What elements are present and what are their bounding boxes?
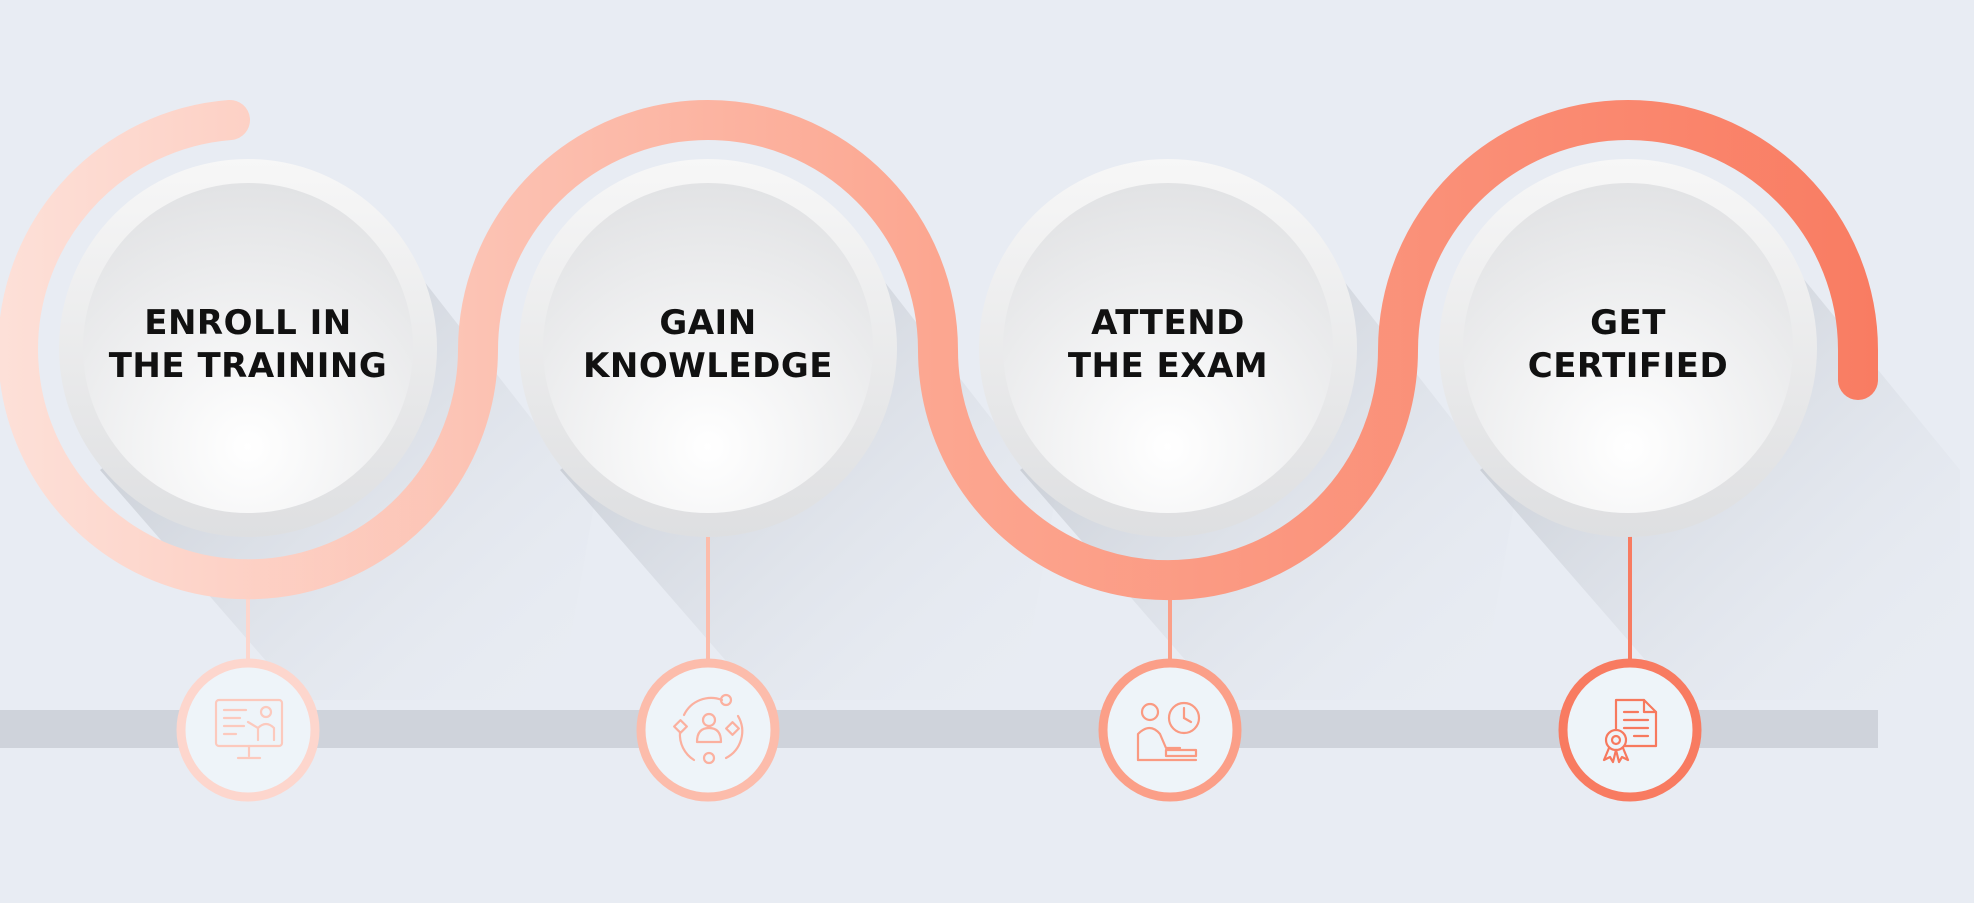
certificate-icon: [1602, 698, 1658, 764]
icon-connectors: [246, 530, 1632, 660]
step-circle-3: [979, 159, 1357, 537]
step-label-line: KNOWLEDGE: [583, 346, 833, 386]
exam-timer-icon: [1136, 701, 1201, 762]
step-label-line: THE TRAINING: [108, 346, 388, 386]
step-circles: [59, 159, 1817, 537]
icon-discs: [176, 658, 1702, 802]
step-label-line: THE EXAM: [1067, 346, 1269, 386]
step-circle-2: [519, 159, 897, 537]
step-label-line: GET: [1590, 303, 1666, 343]
step-label-line: CERTIFIED: [1527, 346, 1729, 386]
step-label-line: ENROLL IN: [144, 303, 352, 343]
step-circle-4: [1439, 159, 1817, 537]
step-label-attend-exam: ATTEND THE EXAM: [1028, 302, 1308, 388]
knowledge-cycle-icon: [673, 693, 744, 765]
progress-path: [0, 100, 1878, 600]
training-presentation-icon: [214, 698, 284, 760]
step-label-enroll: ENROLL IN THE TRAINING: [108, 302, 388, 388]
step-circle-1: [59, 159, 437, 537]
step-label-line: ATTEND: [1091, 303, 1245, 343]
step-label-gain-knowledge: GAIN KNOWLEDGE: [568, 302, 848, 388]
step-label-line: GAIN: [659, 303, 757, 343]
step-label-get-certified: GET CERTIFIED: [1488, 302, 1768, 388]
